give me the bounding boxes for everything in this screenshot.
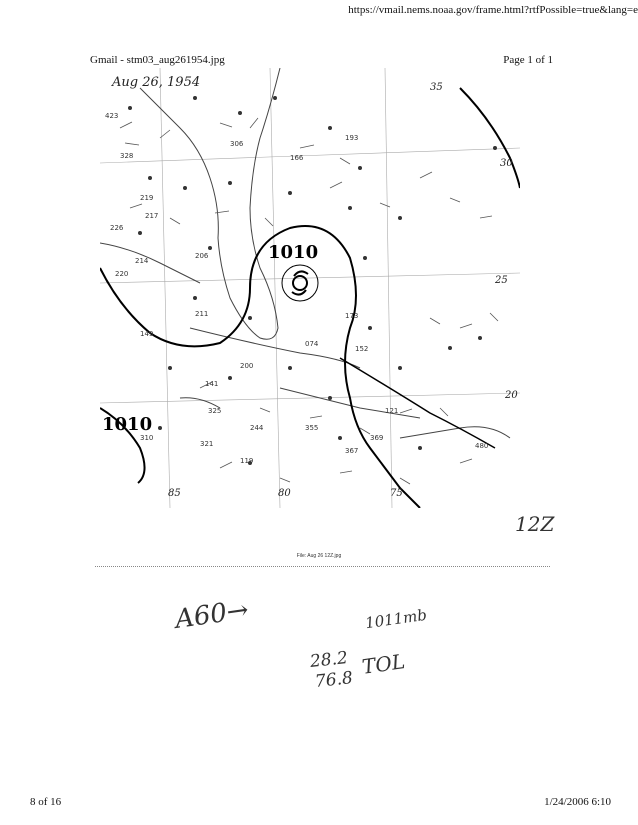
lon-label-80: 80 bbox=[278, 488, 291, 499]
station-value: 355 bbox=[305, 424, 318, 432]
weather-map: Aug 26, 1954 35 30 25 20 85 80 75 1010 1… bbox=[99, 67, 521, 509]
station-value: 226 bbox=[110, 224, 124, 232]
print-datetime: 1/24/2006 6:10 bbox=[544, 796, 611, 808]
lon-label-85: 85 bbox=[168, 488, 181, 499]
station-value: 173 bbox=[345, 312, 358, 320]
station-value: 423 bbox=[105, 112, 118, 120]
lon-label-75: 75 bbox=[390, 488, 403, 499]
station-value: 306 bbox=[230, 140, 244, 148]
annotation-a60: A60→ bbox=[173, 595, 251, 635]
station-value: 217 bbox=[145, 212, 158, 220]
west-pressure-label: 1010 bbox=[102, 414, 152, 435]
annotation-pressure: 1011mb bbox=[364, 605, 428, 633]
print-header-page: Page 1 of 1 bbox=[503, 54, 553, 66]
station-value: 220 bbox=[115, 270, 128, 278]
station-value: 141 bbox=[205, 380, 218, 388]
annotation-lon: 76.8 bbox=[314, 668, 354, 692]
station-value: 200 bbox=[240, 362, 253, 370]
station-value: 149 bbox=[140, 330, 153, 338]
station-value: 321 bbox=[200, 440, 213, 448]
station-value: 369 bbox=[370, 434, 383, 442]
station-value: 211 bbox=[195, 310, 208, 318]
corner-lat-label: 35 bbox=[430, 82, 443, 93]
weather-map-svg: Aug 26, 1954 35 30 25 20 85 80 75 1010 1… bbox=[99, 67, 521, 509]
station-value: 166 bbox=[290, 154, 304, 162]
station-value: 367 bbox=[345, 447, 358, 455]
print-header-title: Gmail - stm03_aug261954.jpg bbox=[90, 54, 225, 66]
map-time-label: 12Z bbox=[515, 512, 555, 536]
station-value: 214 bbox=[135, 257, 149, 265]
lat-label-25: 25 bbox=[494, 275, 508, 286]
station-value: 310 bbox=[140, 434, 153, 442]
page-divider bbox=[95, 566, 550, 567]
map-date: Aug 26, 1954 bbox=[111, 75, 200, 90]
station-value: 480 bbox=[475, 442, 488, 450]
station-value: 152 bbox=[355, 345, 368, 353]
hurricane-symbol bbox=[281, 264, 319, 302]
station-value: 119 bbox=[240, 457, 253, 465]
lat-label-20: 20 bbox=[504, 390, 518, 401]
station-value: 121 bbox=[385, 407, 398, 415]
station-value: 325 bbox=[208, 407, 221, 415]
annotation-tol: TOL bbox=[360, 649, 407, 679]
page-count: 8 of 16 bbox=[30, 796, 62, 808]
station-value: 206 bbox=[195, 252, 209, 260]
station-value: 193 bbox=[345, 134, 358, 142]
lat-label-30: 30 bbox=[500, 158, 513, 169]
station-value: 328 bbox=[120, 152, 133, 160]
station-value: 219 bbox=[140, 194, 153, 202]
station-value: 244 bbox=[250, 424, 264, 432]
file-label: File: Aug 26 12Z.jpg bbox=[296, 553, 342, 559]
center-pressure-label: 1010 bbox=[268, 242, 318, 263]
station-value: 074 bbox=[305, 340, 319, 348]
browser-url: https://vmail.nems.noaa.gov/frame.html?r… bbox=[348, 4, 638, 16]
